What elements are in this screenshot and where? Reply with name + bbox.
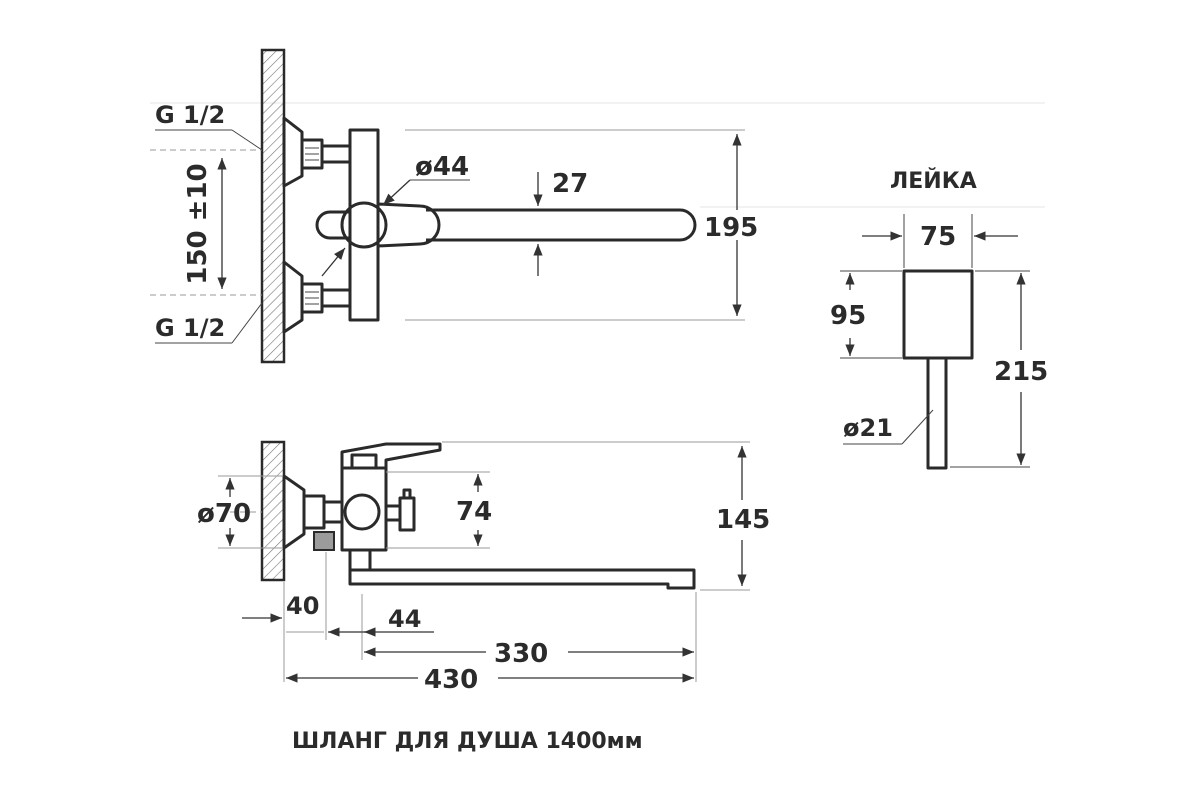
dim-430-label: 430 xyxy=(424,665,478,695)
spout-top xyxy=(426,208,697,242)
eccentric-nut xyxy=(313,531,335,551)
spout-thickness-label: 27 xyxy=(552,169,588,199)
handle-diameter-label: ø21 xyxy=(843,414,893,442)
thread-label-bottom: G 1/2 xyxy=(155,314,225,342)
flange-diameter-label: ø70 xyxy=(197,499,251,529)
hose-note: ШЛАНГ ДЛЯ ДУША 1400мм xyxy=(292,729,643,754)
body-diameter-label: ø44 xyxy=(415,152,469,182)
cartridge-circle xyxy=(340,201,388,249)
lever-side xyxy=(340,442,442,468)
wall-side-view xyxy=(260,440,286,582)
spout-side xyxy=(348,568,696,590)
dim-40-label: 40 xyxy=(286,592,319,620)
side-view: ø70 74 145 40 44 330 430 xyxy=(197,440,770,695)
total-height-label-side: 145 xyxy=(716,505,770,535)
upper-eccentric xyxy=(282,116,352,188)
lever-top xyxy=(315,210,350,240)
lower-eccentric xyxy=(282,260,352,334)
mixer-body-top xyxy=(348,128,380,322)
shower-total-height-label: 215 xyxy=(994,357,1048,387)
wall-top-view xyxy=(260,48,286,364)
shower-head-height-label: 95 xyxy=(830,301,866,331)
spacing-label: 150 ±10 xyxy=(183,163,213,284)
body-height-label: 74 xyxy=(456,497,492,527)
top-view: 150 ±10 G 1/2 G 1/2 ø44 27 195 xyxy=(150,48,758,364)
shower-width-label: 75 xyxy=(920,222,956,252)
height-label-top: 195 xyxy=(704,213,758,243)
shower-handle xyxy=(926,356,948,470)
shower-head-view: ЛЕЙКА 75 95 215 ø21 xyxy=(830,168,1048,470)
thread-label-top: G 1/2 xyxy=(155,101,225,129)
dim-330-label: 330 xyxy=(494,639,548,669)
dim-44-label: 44 xyxy=(388,605,421,633)
shower-title: ЛЕЙКА xyxy=(890,168,977,194)
shower-head xyxy=(902,269,974,360)
